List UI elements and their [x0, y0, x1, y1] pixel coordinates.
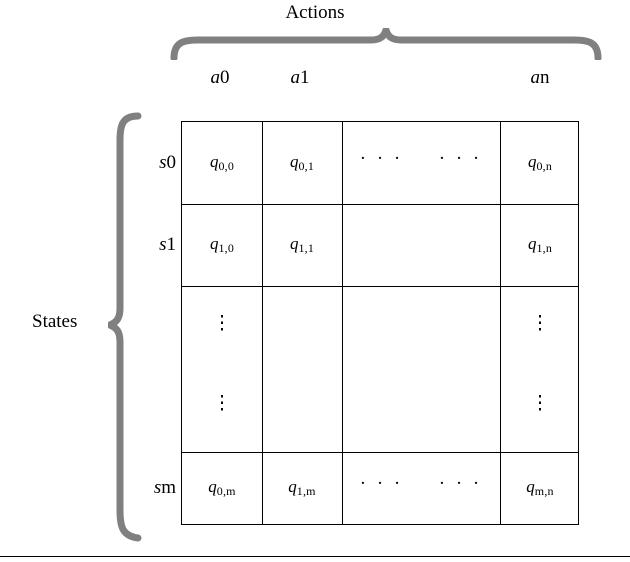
cell-q-1-0: q1,0	[209, 234, 235, 255]
actions-brace	[170, 26, 602, 62]
row-header-s0: s0	[159, 152, 176, 173]
cell-q-0-m: q0,m	[208, 477, 236, 498]
cell-vdots-2-0-lower: ⋮	[212, 393, 232, 414]
cell-hdots-3-3: · · ·	[438, 473, 483, 494]
states-brace	[106, 112, 142, 542]
column-header-a0: a0	[210, 67, 230, 88]
column-header-an: an	[530, 67, 550, 88]
grid-vline-1	[262, 122, 263, 524]
states-label: States	[32, 311, 78, 332]
cell-q-0-0: q0,0	[209, 152, 235, 173]
grid-hline-3	[182, 452, 578, 453]
grid-hline-1	[182, 204, 578, 205]
cell-q-0-1: q0,1	[289, 152, 315, 173]
grid-hline-2	[182, 286, 578, 287]
cell-q-1-m: q1,m	[288, 477, 316, 498]
q-table: q0,0 q0,1 · · · · · · q0,n q1,0 q1,1 q1,…	[181, 121, 579, 525]
cell-q-1-1: q1,1	[289, 234, 315, 255]
cell-hdots-3-2: · · ·	[359, 473, 404, 494]
row-header-sm: sm	[153, 477, 176, 498]
cell-q-1-n: q1,n	[527, 234, 553, 255]
cell-vdots-2-n-lower: ⋮	[530, 393, 550, 414]
bottom-rule	[0, 556, 630, 557]
column-headers: a0 a1 an	[180, 67, 580, 95]
row-header-s1: s1	[159, 234, 176, 255]
grid-vline-2	[342, 122, 343, 524]
column-header-a1: a1	[290, 67, 310, 88]
actions-label: Actions	[285, 2, 345, 23]
cell-q-0-n: q0,n	[527, 152, 553, 173]
cell-vdots-2-n-upper: ⋮	[530, 313, 550, 334]
cell-hdots-0-3: · · ·	[438, 148, 483, 169]
grid-vline-3	[500, 122, 501, 524]
cell-vdots-2-0-upper: ⋮	[212, 313, 232, 334]
cell-hdots-0-2: · · ·	[359, 148, 404, 169]
cell-q-m-n: qm,n	[526, 477, 554, 498]
